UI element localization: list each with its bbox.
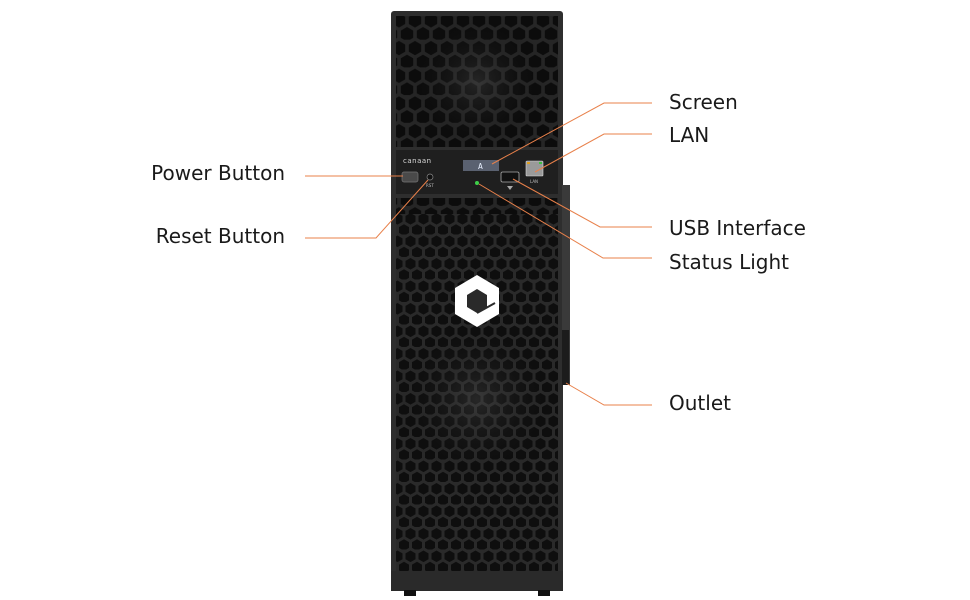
power-button[interactable] [401, 171, 419, 183]
leader-usb-interface [512, 178, 652, 228]
label-power-button: Power Button [151, 161, 285, 185]
usb-icon [507, 186, 513, 190]
foot-left [404, 590, 416, 596]
label-status-light: Status Light [669, 250, 789, 274]
lower-fan-shadow [392, 315, 562, 485]
center-hex-logo-mark [476, 302, 496, 314]
label-outlet: Outlet [669, 391, 731, 415]
label-screen: Screen [669, 90, 738, 114]
reset-button[interactable] [426, 173, 434, 181]
brand-logo: canaan [403, 157, 432, 165]
lan-led-left [527, 162, 530, 164]
foot-right [538, 590, 550, 596]
leader-screen [491, 102, 652, 165]
label-lan: LAN [669, 123, 710, 147]
center-hex-logo-inner [467, 289, 487, 313]
screen-text: A [478, 162, 483, 171]
leader-reset-button [305, 179, 429, 239]
right-side-panel [562, 185, 570, 385]
lan-port[interactable] [525, 160, 544, 177]
leader-status-light [478, 183, 652, 259]
leader-outlet [565, 382, 652, 406]
chassis-base [391, 571, 563, 591]
status-light [475, 181, 479, 185]
leader-lan [534, 133, 652, 173]
upper-fan-shadow [405, 10, 549, 154]
label-usb-interface: USB Interface [669, 216, 806, 240]
grille-top-band [396, 198, 558, 214]
outlet-recess [562, 330, 569, 385]
lan-tag: LAN [530, 179, 538, 184]
screen [463, 160, 499, 171]
lan-led-right [539, 162, 542, 164]
reset-tag: RST [426, 183, 434, 188]
label-reset-button: Reset Button [155, 224, 285, 248]
